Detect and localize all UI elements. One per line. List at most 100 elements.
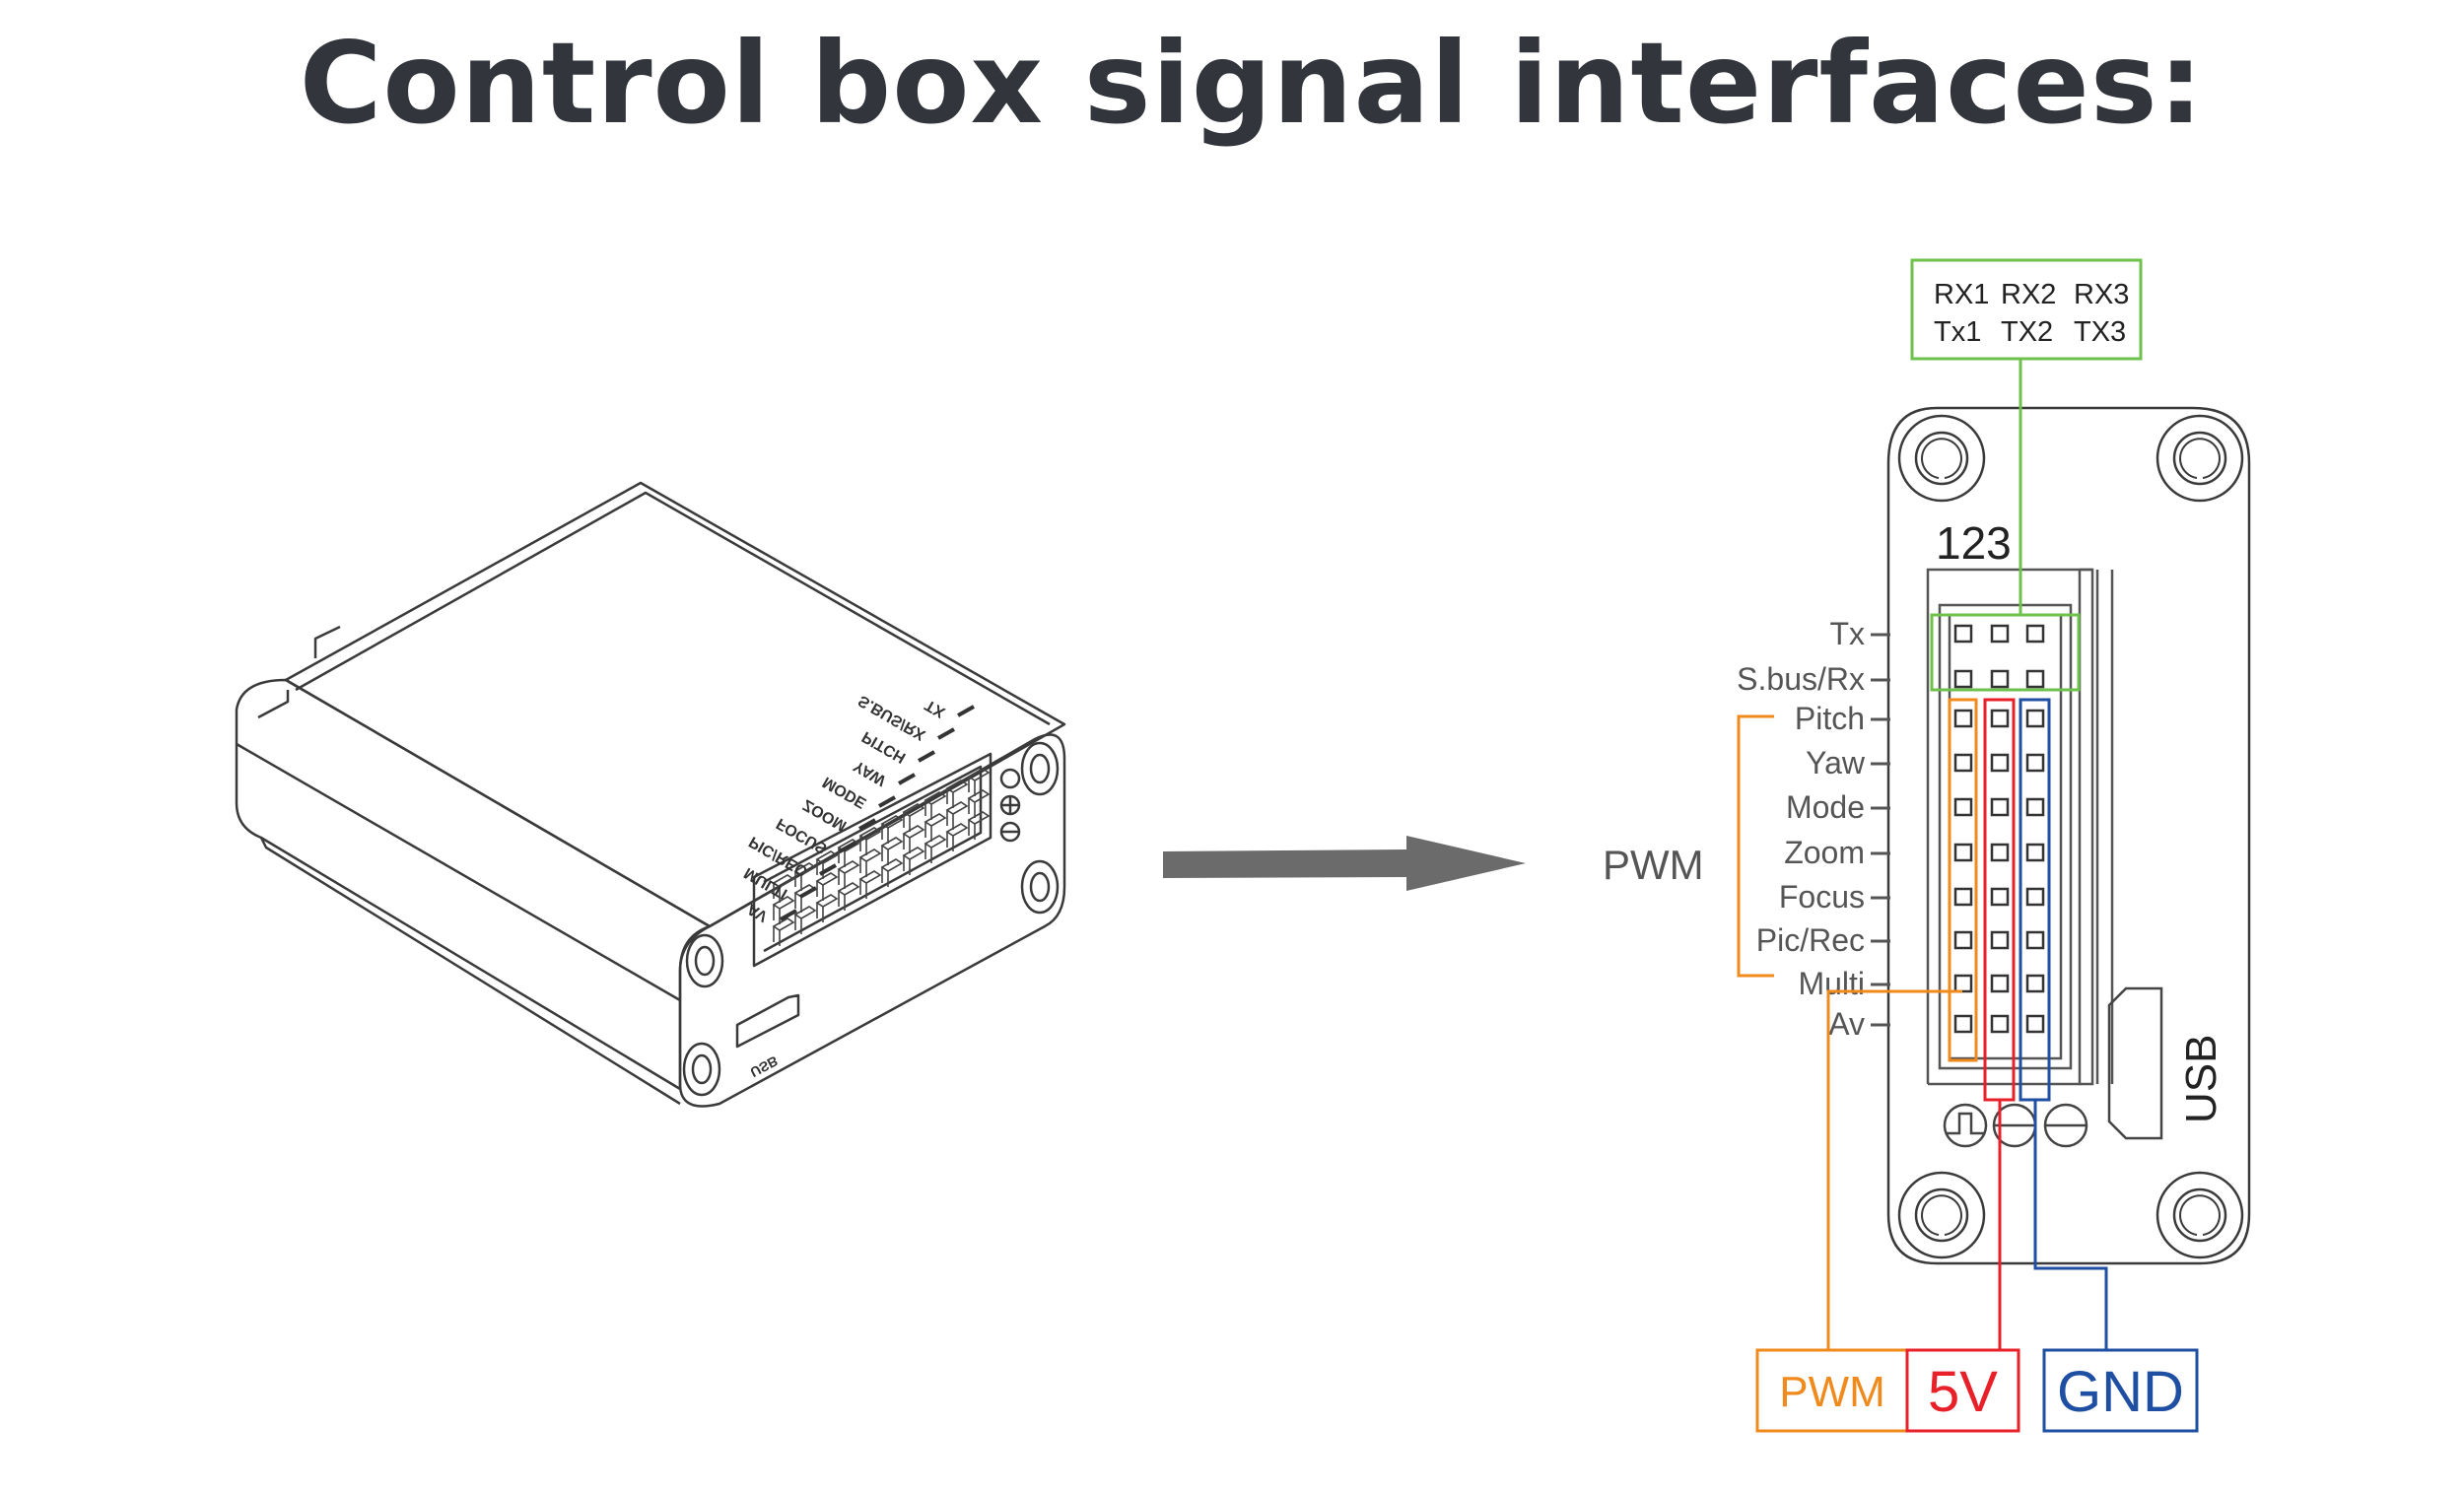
pin-symbols — [1943, 1103, 2088, 1148]
page-title: Control box signal interfaces: — [299, 18, 2205, 149]
board-usb-port — [2107, 986, 2163, 1140]
box-pin — [858, 827, 882, 855]
uart-tx-label: TX2 — [2001, 316, 2053, 348]
box-pin — [880, 837, 904, 865]
screw-hole — [691, 1053, 713, 1085]
box-side-face — [235, 678, 712, 1091]
pwm-group-label: PWM — [1603, 842, 1704, 888]
board-outline — [1886, 406, 2251, 1265]
mounting-hole-thread — [2179, 438, 2221, 479]
pin-label: Av — [1828, 1006, 1865, 1042]
box-silkscreen: TXS.BUS/RXPITCHYAWMODEZOOMFOCUSPIC/RECMU… — [741, 692, 975, 924]
pin-label: Pitch — [1795, 701, 1865, 736]
board-edge — [1886, 406, 2251, 1265]
header-pin — [2025, 624, 2045, 644]
silkscreen-tick — [918, 750, 935, 763]
box-pin — [858, 870, 882, 899]
header-pin — [2025, 1014, 2045, 1034]
header-pin — [1953, 974, 1973, 993]
mounting-hole — [2156, 414, 2244, 503]
header-pin — [1953, 753, 1973, 773]
header-pin — [1990, 709, 2010, 728]
mounting-hole-thread — [2179, 1194, 2221, 1236]
header-pin — [1990, 974, 2010, 993]
box-pin — [924, 835, 947, 863]
silkscreen-tick — [878, 795, 896, 808]
header-side — [2095, 570, 2114, 1084]
legend-box-gnd — [2042, 1348, 2199, 1433]
header-pin — [2025, 843, 2045, 862]
board-usb-label: USB — [2177, 1035, 2225, 1123]
box-usb-label: USB — [748, 1052, 782, 1080]
box-pin — [945, 801, 969, 830]
box-pin — [837, 860, 860, 889]
silkscreen-tick — [957, 705, 975, 717]
pin-label: Yaw — [1806, 745, 1866, 780]
header-pin — [1953, 1014, 1973, 1034]
box-pin — [880, 858, 904, 887]
silkscreen-tick — [799, 886, 817, 899]
box-pin — [815, 872, 839, 901]
box-pin — [772, 917, 795, 946]
header-pin — [1953, 930, 1973, 950]
box-pin — [902, 847, 925, 875]
header-pin — [1990, 797, 2010, 817]
silkscreen-label: YAW — [851, 757, 890, 789]
pwm-bracket — [1737, 714, 1774, 978]
box-top-tab — [257, 625, 341, 719]
box-pin — [924, 791, 947, 820]
uart-label-box — [1910, 258, 2143, 361]
mounting-hole-thread — [1921, 1194, 1962, 1236]
pin-label: Zoom — [1784, 835, 1865, 870]
plus-icon-cross — [1001, 796, 1019, 814]
box-pin — [967, 789, 991, 818]
legend-label: GND — [2057, 1360, 2184, 1424]
silkscreen-tick — [937, 727, 955, 740]
silkscreen-tick — [858, 818, 876, 831]
mounting-hole-inner — [1914, 1188, 1969, 1243]
legend-label: 5V — [1928, 1360, 1998, 1424]
box-pin — [858, 848, 882, 877]
board-pin-grid — [1953, 624, 2045, 1034]
column-numbers: 123 — [1936, 517, 2012, 569]
box-front-face — [678, 733, 1066, 1108]
header-pin — [1953, 669, 1973, 689]
header-pin — [2025, 709, 2045, 728]
mounting-hole-thread — [1921, 438, 1962, 479]
header-frame — [1926, 568, 2114, 1086]
mounting-hole-inner — [2172, 431, 2227, 486]
header-pin — [1990, 1014, 2010, 1034]
header-pin — [2025, 753, 2045, 773]
header-pin — [2025, 887, 2045, 907]
header-pin — [1990, 624, 2010, 644]
right-arrow-icon — [1163, 836, 1526, 891]
pwm-lead — [1826, 989, 1962, 1350]
header-pin — [1990, 887, 2010, 907]
mounting-holes — [1897, 414, 2244, 1259]
usb-port — [735, 993, 800, 1049]
box-pin — [902, 825, 925, 853]
screw-hole — [1020, 859, 1060, 915]
box-pin — [772, 896, 795, 924]
box-pin — [902, 803, 925, 832]
screw-hole — [682, 1042, 721, 1097]
pwm-signal-icon — [1943, 1103, 1988, 1148]
header-pin — [1953, 709, 1973, 728]
box-top-edge-inner — [295, 491, 1051, 726]
uart-rx-label: RX3 — [2074, 279, 2129, 310]
header-pin — [1953, 843, 1973, 862]
mounting-hole — [1897, 414, 1986, 503]
pin-label: Tx — [1829, 616, 1865, 651]
box-pin — [945, 780, 969, 808]
header-pin — [1990, 843, 2010, 862]
box-pin — [837, 882, 860, 911]
header-pin — [2025, 669, 2045, 689]
pin-header-window — [752, 752, 992, 968]
header-outer — [1926, 568, 2092, 1086]
box-pin — [793, 906, 817, 934]
box-pin — [924, 813, 947, 842]
uart-rx-label: RX2 — [2001, 279, 2056, 310]
pin-label: S.bus/Rx — [1737, 661, 1865, 697]
